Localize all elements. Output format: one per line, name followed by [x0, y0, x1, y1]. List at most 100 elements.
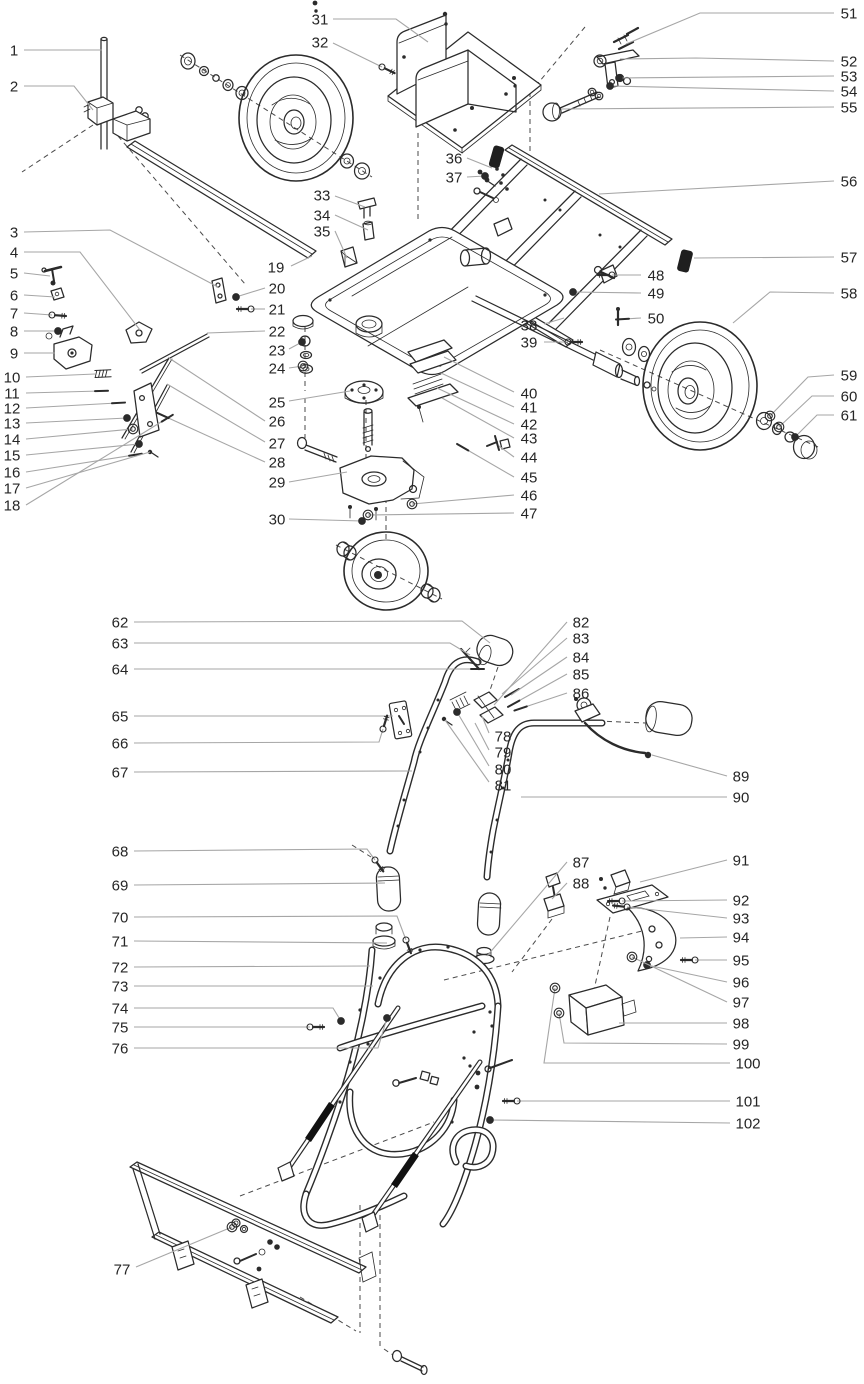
leader-line [651, 754, 728, 777]
leader-line [288, 471, 348, 483]
callout-63: 63 [112, 635, 471, 656]
part-glyph [553, 1007, 565, 1019]
callout-28: 28 [155, 411, 286, 471]
part-glyph [453, 708, 461, 716]
callout-64: 64 [112, 661, 485, 678]
leader-line [133, 620, 491, 644]
callout-33: 33 [314, 187, 366, 208]
callout-label: 4 [10, 244, 18, 261]
callout-label: 88 [573, 875, 590, 892]
callout-label: 77 [114, 1261, 131, 1278]
leader-line [551, 882, 568, 900]
callout-label: 56 [841, 173, 858, 190]
part-glyph [606, 82, 614, 90]
leader-line [25, 454, 135, 473]
callout-26: 26 [168, 357, 285, 430]
callout-label: 43 [521, 430, 538, 447]
leader-line [288, 518, 363, 522]
callout-label: 35 [314, 223, 331, 240]
leader-line [133, 940, 388, 944]
leader-line [334, 230, 348, 259]
callout-label: 48 [648, 267, 665, 284]
callout-85: 85 [507, 666, 589, 708]
callout-label: 51 [841, 5, 858, 22]
part-glyph [94, 369, 112, 372]
leader-line [206, 330, 266, 334]
callout-87: 87 [486, 854, 589, 957]
leader-line [25, 373, 96, 378]
callout-19: 19 [268, 255, 313, 276]
part-glyph [406, 948, 413, 951]
leader-line [133, 882, 386, 886]
part-glyph [378, 866, 384, 870]
callout-label: 95 [733, 952, 750, 969]
callout-66: 66 [112, 714, 390, 752]
callout-35: 35 [314, 223, 348, 259]
callout-49: 49 [569, 285, 664, 302]
callout-label: 89 [733, 768, 750, 785]
callout-label: 79 [495, 744, 512, 761]
callout-label: 99 [733, 1036, 750, 1053]
callout-61: 61 [791, 407, 857, 441]
part-glyph [407, 950, 414, 953]
callout-label: 62 [112, 614, 129, 631]
leader-line [778, 395, 834, 428]
leader-line [693, 256, 835, 259]
callout-69: 69 [112, 877, 386, 894]
callout-label: 92 [733, 892, 750, 909]
part-glyph [378, 63, 386, 71]
leader-line [474, 722, 490, 751]
callout-label: 14 [4, 431, 21, 448]
leader-line [24, 85, 94, 111]
leader-line [25, 417, 128, 424]
callout-label: 83 [573, 630, 590, 647]
part-glyph [337, 1017, 345, 1025]
leader-line [794, 414, 834, 438]
callout-label: 28 [269, 454, 286, 471]
switch-assembly-illustration [543, 869, 677, 1036]
callout-label: 94 [733, 929, 750, 946]
part-glyph [569, 288, 577, 296]
callout-56: 56 [598, 173, 858, 195]
part-glyph [127, 423, 139, 435]
leader-line [334, 195, 366, 208]
callout-44: 44 [498, 445, 537, 466]
part-glyph [764, 410, 776, 422]
leader-line [444, 719, 490, 783]
callout-label: 100 [735, 1055, 760, 1072]
callout-86: 86 [513, 685, 589, 712]
part-glyph [409, 501, 415, 507]
callout-label: 47 [521, 505, 538, 522]
part-glyph [383, 715, 390, 719]
callout-label: 80 [495, 761, 512, 778]
part-glyph [54, 327, 62, 335]
callout-label: 33 [314, 187, 331, 204]
callout-label: 8 [10, 323, 18, 340]
callout-label: 59 [841, 367, 858, 384]
part-glyph [383, 718, 389, 721]
callout-label: 3 [10, 224, 18, 241]
callout-10: 10 [4, 369, 112, 386]
leader-line [235, 287, 266, 298]
leader-line [133, 848, 376, 861]
callout-45: 45 [456, 442, 537, 486]
callout-label: 36 [446, 150, 463, 167]
callout-label: 46 [521, 487, 538, 504]
leader-line [25, 390, 101, 394]
callout-label: 1 [10, 42, 18, 59]
callout-label: 65 [112, 708, 129, 725]
callout-label: 81 [495, 777, 512, 794]
callout-label: 29 [269, 474, 286, 491]
callout-37: 37 [446, 169, 489, 186]
leader-line [769, 374, 835, 417]
callout-50: 50 [615, 310, 664, 327]
callout-5: 5 [10, 265, 51, 282]
callout-43: 43 [441, 397, 538, 447]
leader-line [598, 180, 835, 195]
leader-line [290, 255, 313, 267]
part-glyph [362, 509, 374, 521]
callout-2: 2 [10, 78, 94, 111]
leader-line [367, 512, 515, 516]
callout-65: 65 [112, 708, 393, 725]
